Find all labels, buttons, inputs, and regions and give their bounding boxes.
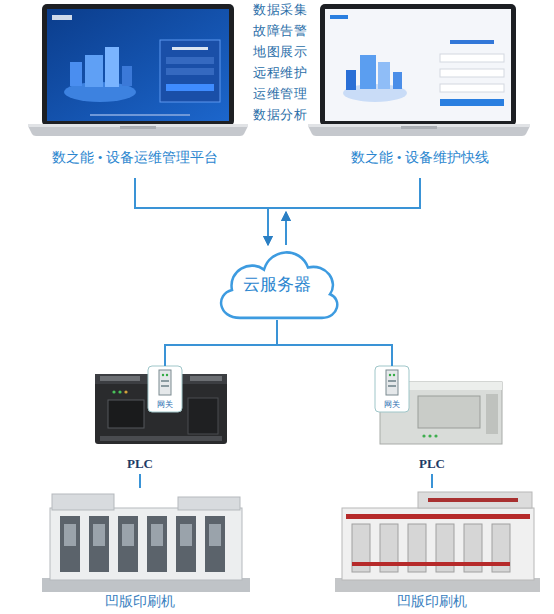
- printer-illustration: [42, 494, 250, 592]
- node-label: 网关: [157, 400, 173, 410]
- node-label: 数之能 • 设备运维管理平台: [52, 150, 217, 166]
- node-label: 凹版印刷机: [105, 594, 175, 611]
- gateway-icon: [148, 366, 182, 412]
- connector-line: [268, 178, 420, 245]
- feature-label: 远程维护: [245, 65, 315, 82]
- laptop-node: 数之能 • 设备运维管理平台: [20, 0, 250, 178]
- cloud-node: 云服务器: [212, 245, 342, 320]
- printer-node: 凹版印刷机: [35, 488, 245, 614]
- connector: [277, 320, 392, 366]
- node-label: PLC: [127, 456, 153, 472]
- connector: [165, 320, 277, 366]
- feature-label: 地图展示: [245, 44, 315, 61]
- connector-line: [431, 474, 433, 488]
- plc-node: 网关 PLC: [362, 362, 502, 474]
- feature-label: 数据采集: [245, 2, 315, 19]
- printer-illustration: [335, 492, 540, 592]
- connector-line: [165, 320, 277, 366]
- connector-return-arrow: [285, 212, 287, 245]
- laptop-illustration: [28, 4, 248, 136]
- connector: [268, 178, 420, 245]
- connector-line: [139, 474, 141, 488]
- connector-line: [277, 320, 392, 366]
- connector-line: [135, 178, 268, 245]
- gateway-icon: [375, 366, 409, 412]
- printer-node: 凹版印刷机: [327, 488, 537, 614]
- node-label: 凹版印刷机: [397, 594, 467, 611]
- node-label: 数之能 • 设备维护快线: [351, 150, 488, 166]
- connector: [432, 474, 433, 488]
- laptop-illustration: [308, 4, 530, 136]
- node-label: PLC: [419, 456, 445, 472]
- connector-return-arrow: [285, 212, 287, 245]
- cloud-shape: [221, 252, 337, 317]
- connector: [135, 178, 286, 245]
- feature-label: 运维管理: [245, 86, 315, 103]
- plc-node: 网关 PLC: [70, 362, 210, 474]
- feature-label: 故障告警: [245, 23, 315, 40]
- gateway-node: 网关: [375, 366, 409, 412]
- node-label: 云服务器: [243, 275, 311, 295]
- node-label: 网关: [384, 400, 400, 410]
- gateway-node: 网关: [148, 366, 182, 412]
- feature-label: 数据分析: [245, 107, 315, 124]
- connector: [140, 474, 141, 488]
- laptop-node: 数之能 • 设备维护快线: [305, 0, 535, 178]
